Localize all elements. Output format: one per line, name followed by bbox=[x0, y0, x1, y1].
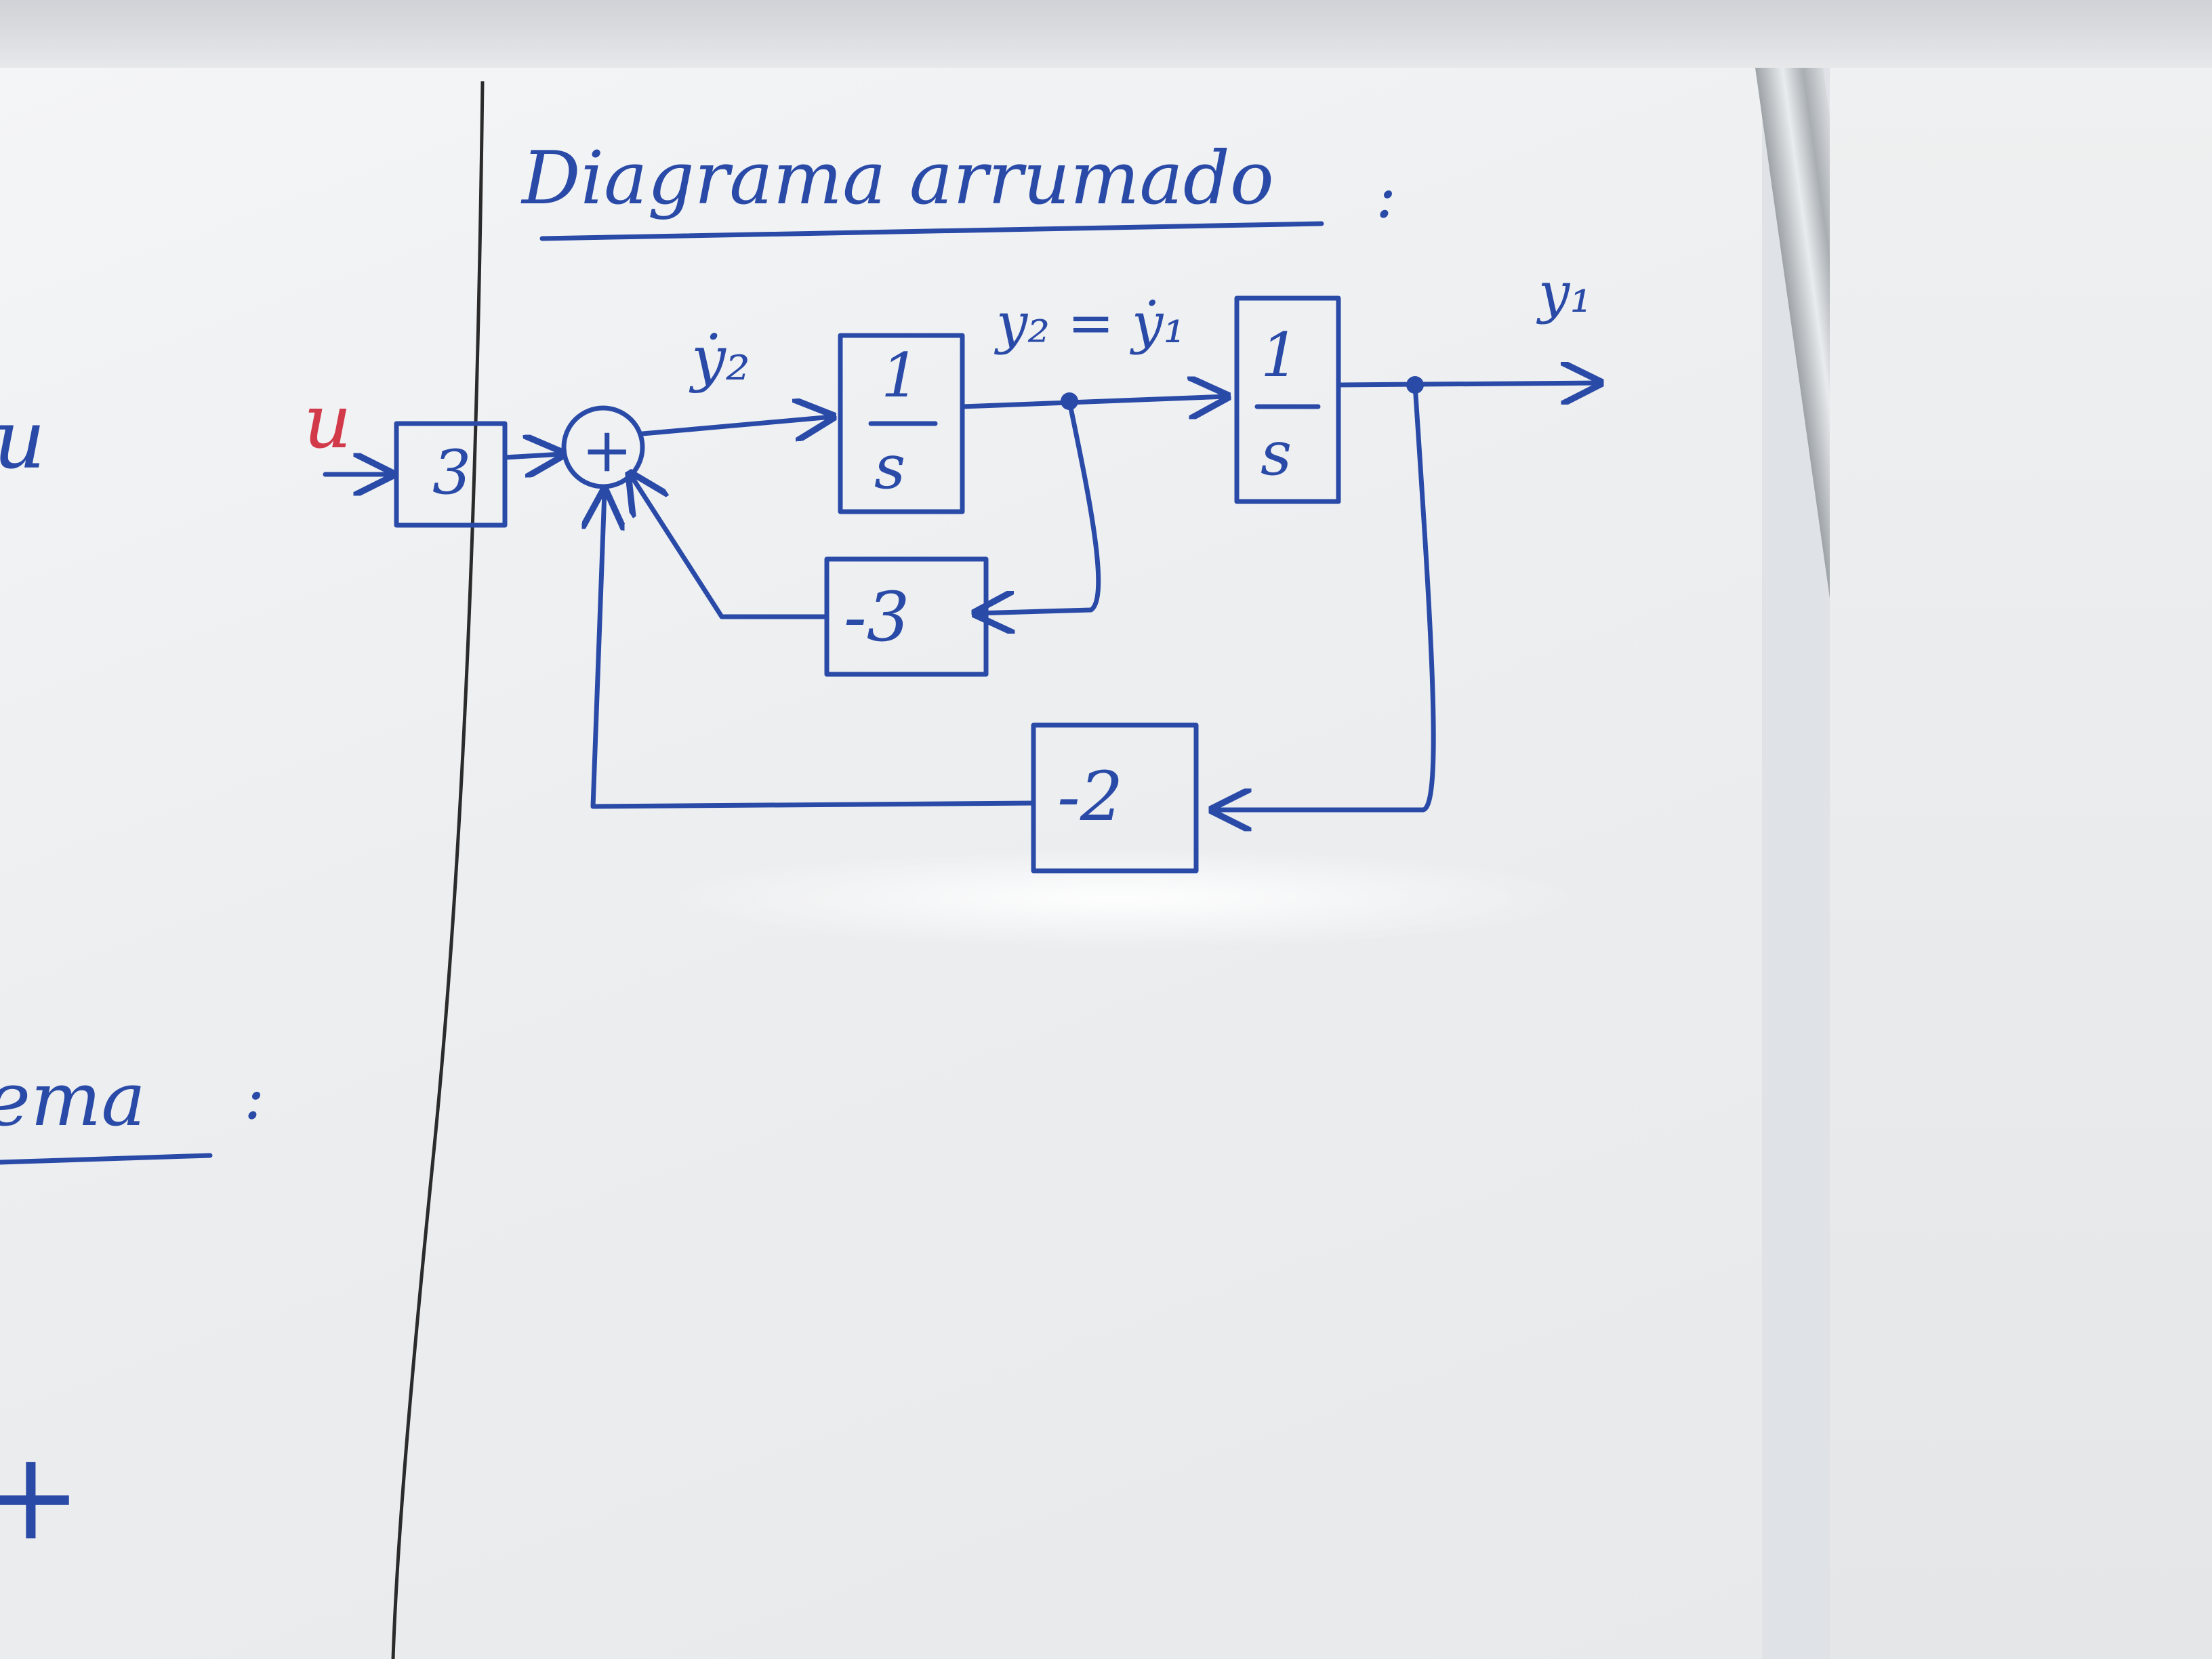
integrator1-to-integrator2-arrow bbox=[960, 396, 1227, 407]
integrator-2-num: 1 bbox=[1261, 320, 1299, 391]
signal-y2-eq-label: y₂ = ẏ₁ bbox=[994, 291, 1185, 356]
board-divider-line bbox=[391, 81, 485, 1659]
output-arrow bbox=[1336, 383, 1599, 385]
feedback-outer-label: -2 bbox=[1057, 757, 1123, 836]
summing-junction-sign: + bbox=[581, 415, 632, 486]
integrator-1-num: 1 bbox=[881, 340, 920, 411]
inner-feedback-return bbox=[630, 474, 830, 619]
gain-to-sum-arrow bbox=[502, 454, 562, 457]
input-label: u bbox=[304, 378, 352, 465]
integrator-1-den: s bbox=[874, 432, 905, 503]
feedback-outer-block bbox=[1031, 722, 1199, 874]
diagram-title: Diagrama arrumado bbox=[520, 136, 1274, 221]
title-colon: : bbox=[1376, 161, 1396, 232]
feedback-inner-label: -3 bbox=[844, 577, 909, 657]
sum-to-integrator1-arrow bbox=[640, 417, 832, 434]
left-word-underline bbox=[0, 1153, 213, 1165]
wall-background bbox=[0, 0, 2212, 68]
inner-feedback-line bbox=[976, 398, 1101, 613]
left-u-fragment: u bbox=[0, 393, 45, 487]
left-word-fragment: ema bbox=[0, 1056, 146, 1143]
gain-block-label: 3 bbox=[432, 437, 471, 508]
left-symbol-fragment: + bbox=[0, 1426, 82, 1568]
integrator-1-block bbox=[838, 333, 965, 514]
title-underline bbox=[539, 221, 1324, 241]
left-colon: : bbox=[244, 1062, 264, 1133]
output-label: y₁ bbox=[1536, 261, 1592, 325]
light-glare bbox=[651, 847, 1586, 949]
adjacent-whiteboard bbox=[1830, 68, 2212, 1659]
integrator-2-block bbox=[1234, 295, 1341, 504]
gain-block bbox=[394, 421, 508, 528]
signal-y2dot-label: ẏ₂ bbox=[689, 323, 750, 394]
integrator-2-den: s bbox=[1261, 418, 1292, 489]
outer-feedback-return bbox=[593, 491, 1036, 809]
outer-feedback-line bbox=[1213, 382, 1436, 810]
